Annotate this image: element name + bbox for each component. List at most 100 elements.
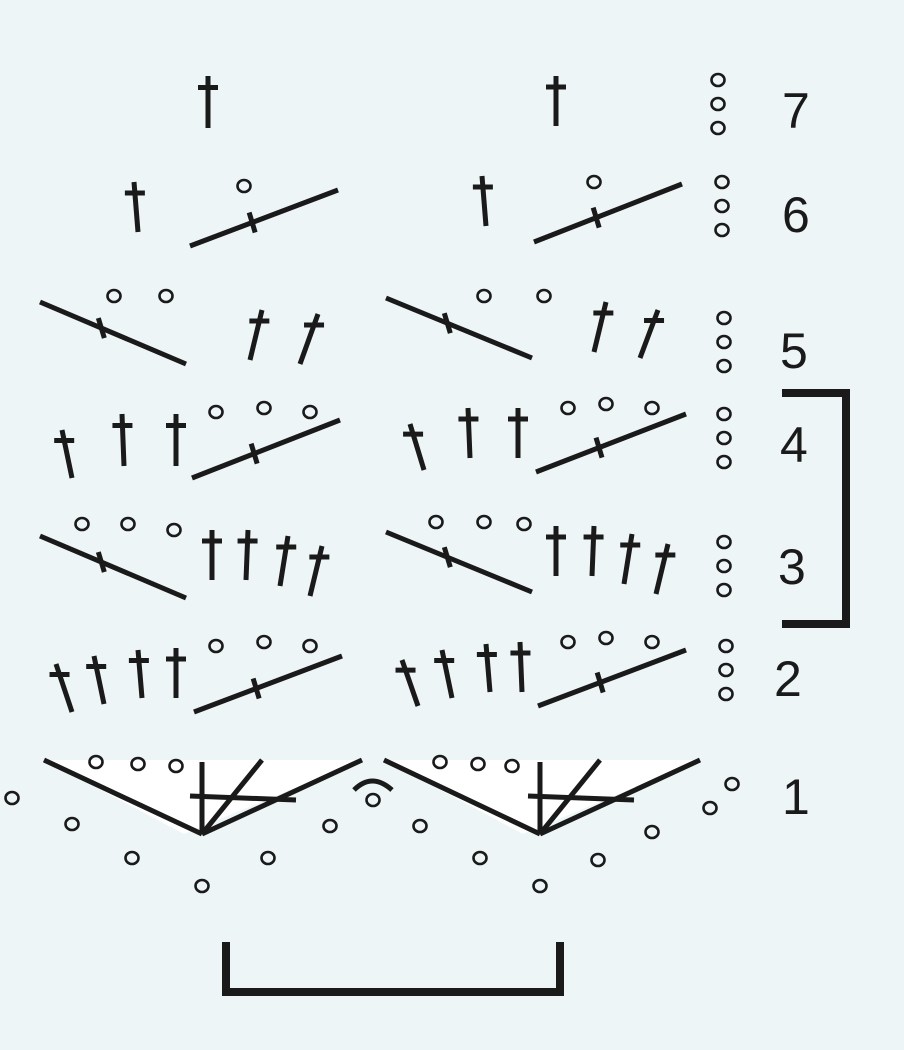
- chain-stitch: [472, 850, 488, 866]
- chain-stitch: [365, 792, 381, 808]
- chain-stitch: [504, 758, 520, 774]
- slip-stitch-bar: [189, 187, 339, 249]
- chain-stitch: [166, 522, 182, 538]
- chain-stitch: [710, 96, 726, 112]
- fan-crossbar: [527, 793, 635, 803]
- treble-crochet: [243, 529, 251, 581]
- chain-stitch: [716, 406, 732, 422]
- treble-crochet: [517, 641, 525, 693]
- treble-crochet: [399, 659, 421, 707]
- slip-stitch-tick: [594, 671, 606, 694]
- slip-stitch-tick: [248, 442, 260, 465]
- slip-stitch-bar: [39, 299, 187, 367]
- treble-crochet: [637, 309, 661, 359]
- treble-crochet: [621, 533, 635, 585]
- chain-stitch: [716, 334, 732, 350]
- slip-stitch-tick: [441, 546, 453, 568]
- treble-crochet: [589, 525, 597, 577]
- chain-stitch: [4, 790, 20, 806]
- chain-stitch: [130, 756, 146, 772]
- chain-stitch: [718, 686, 734, 702]
- chain-stitch: [714, 198, 730, 214]
- fan-crossbar: [189, 793, 297, 803]
- fan-left-bar: [382, 757, 542, 837]
- chain-stitch: [208, 404, 224, 420]
- chain-stitch: [476, 514, 492, 530]
- treble-crochet: [131, 181, 141, 233]
- treble-crochet: [53, 663, 75, 713]
- chain-stitch: [168, 758, 184, 774]
- row-label-7: 7: [782, 83, 810, 139]
- chain-stitch: [560, 400, 576, 416]
- slip-stitch-bar: [385, 295, 533, 361]
- chain-stitch: [302, 638, 318, 654]
- slip-stitch-bar: [39, 533, 187, 601]
- chain-stitch: [644, 824, 660, 840]
- chain-stitch: [560, 634, 576, 650]
- chain-stitch: [716, 558, 732, 574]
- chain-stitch: [590, 852, 606, 868]
- chain-stitch: [714, 222, 730, 238]
- treble-crochet: [465, 407, 473, 459]
- treble-crochet: [59, 429, 75, 479]
- row-repeat-bracket: [782, 389, 850, 628]
- chain-stitch: [412, 818, 428, 834]
- treble-crochet: [439, 649, 455, 699]
- chain-stitch: [302, 404, 318, 420]
- chain-stitch: [716, 430, 732, 446]
- slip-stitch-tick: [246, 211, 258, 234]
- chain-stitch: [716, 358, 732, 374]
- chain-stitch: [194, 878, 210, 894]
- treble-crochet: [653, 543, 671, 595]
- chain-stitch: [716, 582, 732, 598]
- treble-crochet: [277, 535, 291, 587]
- treble-crochet: [407, 423, 427, 471]
- chain-stitch: [120, 516, 136, 532]
- chain-stitch: [644, 400, 660, 416]
- treble-crochet: [307, 545, 325, 597]
- chain-stitch: [208, 638, 224, 654]
- chain-stitch: [236, 178, 252, 194]
- chain-stitch: [702, 800, 718, 816]
- chain-stitch: [322, 818, 338, 834]
- slip-stitch-bar: [191, 417, 341, 481]
- chain-stitch: [106, 288, 122, 304]
- treble-crochet: [479, 175, 489, 227]
- slip-stitch-tick: [95, 317, 107, 339]
- chain-stitch: [124, 850, 140, 866]
- chain-stitch: [428, 514, 444, 530]
- chain-stitch: [716, 534, 732, 550]
- treble-crochet: [91, 655, 107, 705]
- chain-stitch: [64, 816, 80, 832]
- chain-stitch: [260, 850, 276, 866]
- chain-stitch: [88, 754, 104, 770]
- chain-stitch: [724, 776, 740, 792]
- treble-crochet: [297, 313, 321, 365]
- treble-crochet: [135, 649, 145, 699]
- row-label-6: 6: [782, 187, 810, 243]
- row-label-2: 2: [774, 651, 802, 707]
- treble-crochet: [119, 413, 127, 467]
- slip-stitch-bar: [535, 411, 687, 475]
- chain-stitch: [714, 174, 730, 190]
- chain-stitch: [710, 120, 726, 136]
- stitch-symbols: [4, 72, 740, 894]
- chain-stitch: [586, 174, 602, 190]
- chain-stitch: [158, 288, 174, 304]
- chain-stitch: [470, 756, 486, 772]
- chain-stitch: [536, 288, 552, 304]
- slip-stitch-bar: [533, 181, 683, 245]
- chain-stitch: [710, 72, 726, 88]
- slip-stitch-bar: [537, 647, 687, 709]
- chain-stitch: [598, 396, 614, 412]
- fan-left-bar: [42, 757, 204, 837]
- row-label-5: 5: [780, 323, 808, 379]
- slip-stitch-tick: [250, 677, 262, 700]
- chain-stitch: [598, 630, 614, 646]
- chain-stitch: [516, 516, 532, 532]
- slip-stitch-bar: [193, 653, 343, 715]
- chain-stitch: [256, 634, 272, 650]
- stitch-repeat-bracket: [222, 942, 564, 996]
- chain-stitch: [718, 638, 734, 654]
